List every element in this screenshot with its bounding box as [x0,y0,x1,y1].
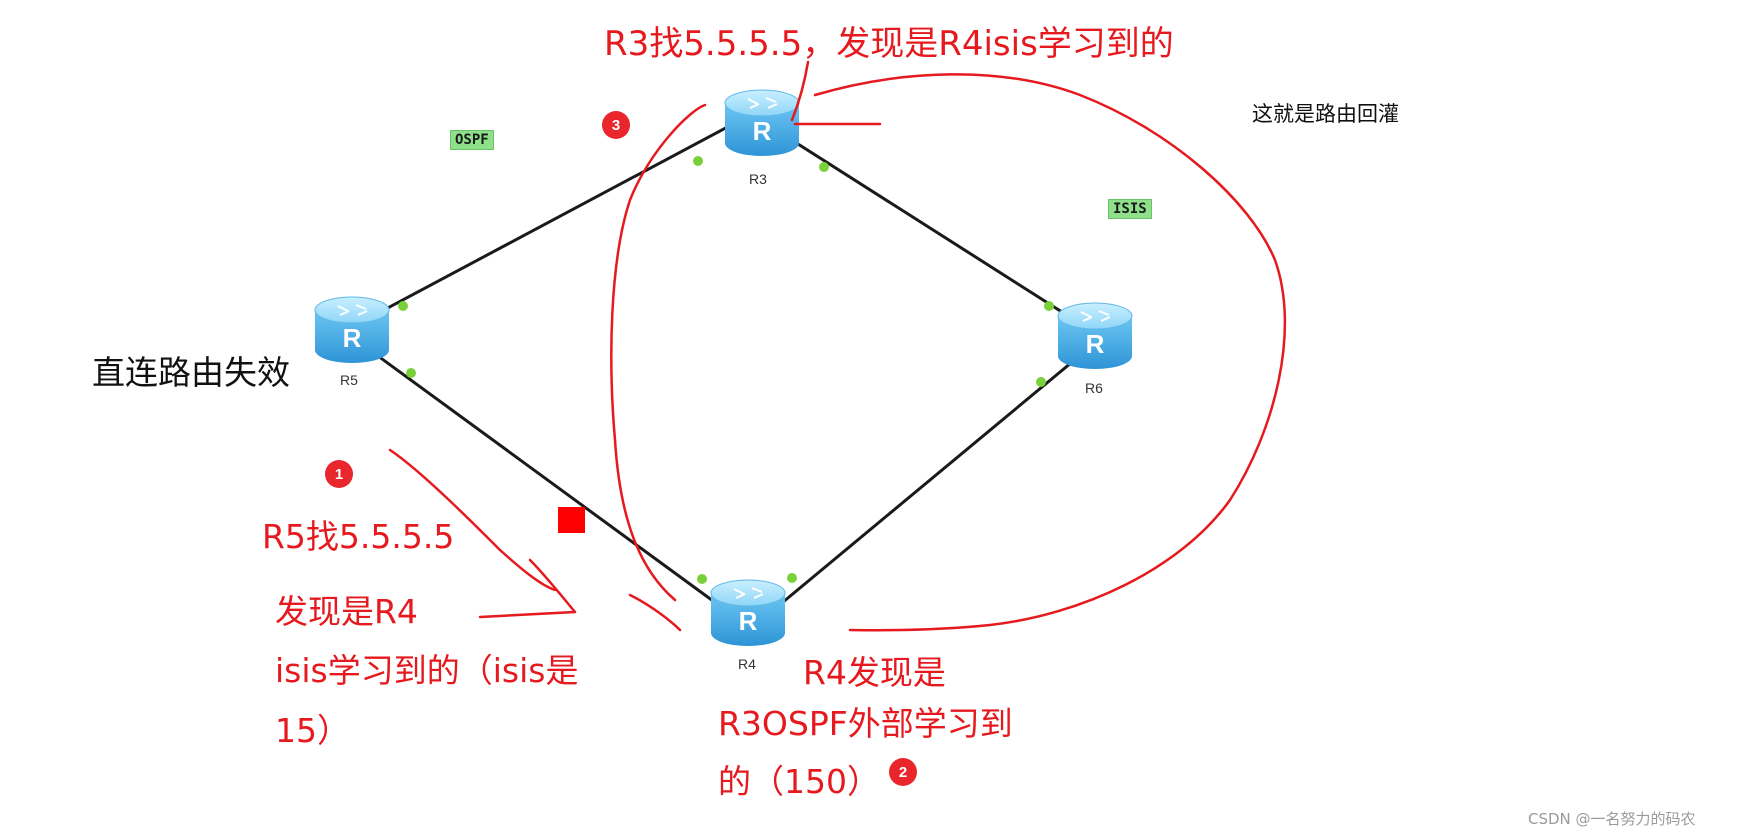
router-letter: R [739,606,758,636]
router-icon-r3[interactable]: R [724,89,800,156]
port-dot [1044,301,1054,311]
link-r5-r4 [351,335,736,619]
router-icon-r4[interactable]: R [710,579,786,646]
hand-drawn-arrows [388,60,1287,632]
link-failure-marker [558,507,585,533]
port-dot [398,301,408,311]
router-label-r6: R6 [1085,380,1103,396]
annotation-r5-line4: 15） [275,711,350,750]
annotation-r3: R3找5.5.5.5，发现是R4isis学习到的 [604,24,1174,64]
port-dot [819,162,829,172]
router-letter: R [343,323,362,353]
annotation-r4-line3: 的（150） [718,762,880,801]
router-label-r3: R3 [749,171,767,187]
router-label-r5: R5 [340,372,358,388]
step-badge-1: 1 [325,460,353,488]
annotation-r5-line3: isis学习到的（isis是 [275,651,579,690]
annotation-r4-line1: R4发现是 [803,653,946,692]
annotation-route-feedback: 这就是路由回灌 [1252,102,1399,126]
router-icon-r6[interactable]: R [1057,302,1133,369]
port-dots [398,156,1054,584]
annotation-r4-line2: R3OSPF外部学习到 [718,704,1013,743]
port-dot [697,574,707,584]
arrow-step1 [388,448,557,592]
pointer-r3-label [790,60,810,122]
port-dot [693,156,703,166]
link-r5-r3 [351,121,736,329]
watermark: CSDN @一名努力的码农 [1528,810,1696,828]
router-letter: R [753,116,772,146]
annotation-direct-route-failed: 直连路由失效 [92,353,290,392]
link-r3-r6 [764,121,1096,335]
step-badge-2: 2 [889,758,917,786]
router-icon-r5[interactable]: R [314,296,390,363]
isis-area-tag: ISIS [1108,199,1152,219]
router-letter: R [1086,329,1105,359]
annotation-r5-line2: 发现是R4 [275,592,418,631]
step-badge-3: 3 [602,111,630,139]
annotation-r5-line1: R5找5.5.5.5 [262,517,455,556]
router-label-r4: R4 [738,656,756,672]
link-r6-r4 [764,341,1096,619]
arrow-step2 [610,103,707,602]
port-dot [787,573,797,583]
port-dot [406,368,416,378]
port-dot [1036,377,1046,387]
arrow-step3-loop [813,73,1287,632]
ospf-area-tag: OSPF [450,130,494,150]
